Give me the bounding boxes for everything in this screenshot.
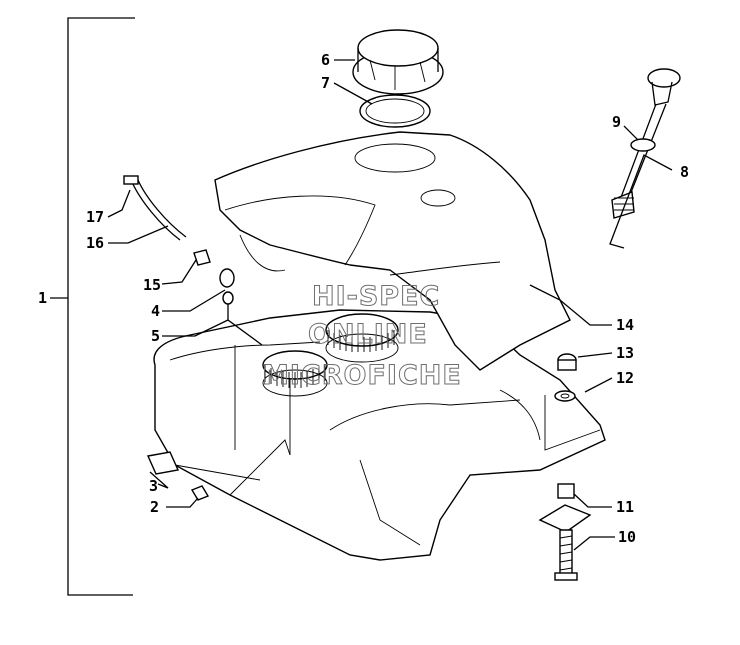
callout-6: 6	[321, 51, 330, 69]
mounting-hardware	[538, 353, 592, 581]
callout-4: 4	[151, 302, 160, 320]
callout-15: 15	[143, 276, 161, 294]
tank-shroud	[214, 131, 571, 371]
assembly-bracket	[50, 17, 135, 596]
callout-9: 9	[612, 113, 621, 131]
callout-8: 8	[680, 163, 689, 181]
callout-17: 17	[86, 208, 104, 226]
leader-lines	[107, 59, 673, 551]
callout-10: 10	[618, 528, 636, 546]
watermark-line-2: ONLINE	[308, 319, 428, 350]
callout-labels: 1 2 3 4 5 6 7 8 9 10 11 12 13 14 15 16 1…	[38, 51, 689, 546]
callout-5: 5	[151, 327, 160, 345]
cap-gasket	[359, 94, 431, 128]
callout-16: 16	[86, 234, 104, 252]
callout-2: 2	[150, 498, 159, 516]
callout-1: 1	[38, 289, 47, 307]
callout-7: 7	[321, 74, 330, 92]
fuel-cap	[352, 29, 444, 95]
pump-opening	[262, 350, 328, 397]
fuel-gauge-assembly	[611, 68, 681, 219]
callout-11: 11	[616, 498, 634, 516]
callout-3: 3	[149, 477, 158, 495]
callout-12: 12	[616, 369, 634, 387]
filler-neck	[325, 313, 399, 363]
callout-14: 14	[616, 316, 634, 334]
watermark-line-3: MICROFICHE	[262, 360, 462, 391]
watermark: HI-SPEC ONLINE MICROFICHE	[262, 281, 462, 392]
callout-13: 13	[616, 344, 634, 362]
drain-parts	[146, 451, 210, 501]
watermark-line-1: HI-SPEC	[312, 281, 440, 312]
